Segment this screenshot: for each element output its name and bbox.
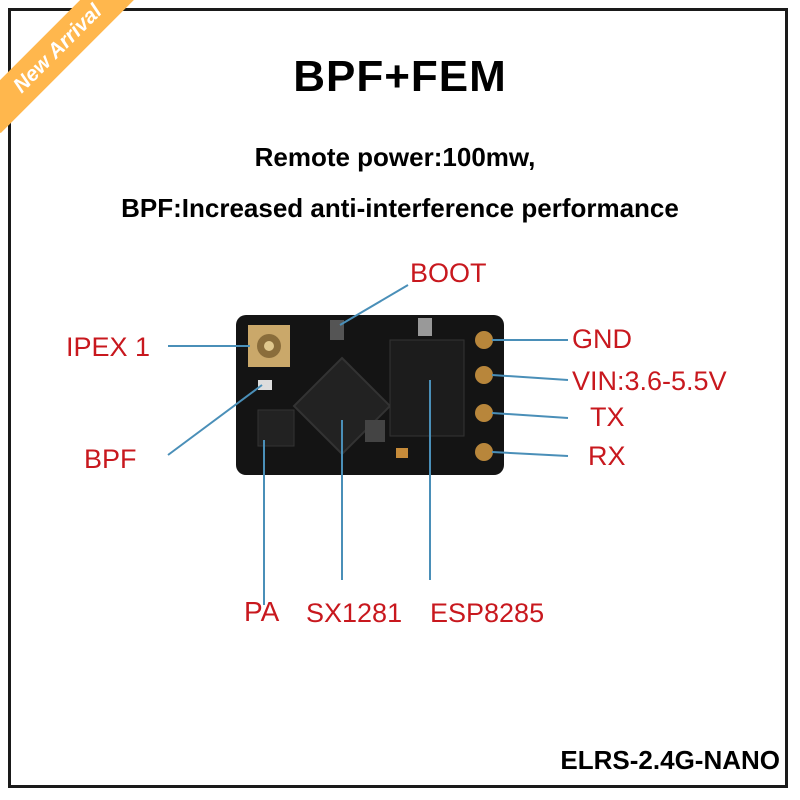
image-frame (8, 8, 788, 788)
label-rx: RX (588, 441, 626, 471)
label-esp8285: ESP8285 (430, 598, 545, 628)
subtitle-power: Remote power:100mw, (254, 142, 536, 172)
gnd-pad (475, 331, 493, 349)
page-title: BPF+FEM (293, 52, 507, 101)
label-bpf: BPF (84, 444, 137, 474)
subtitle-bpf: BPF:Increased anti-interference performa… (121, 193, 679, 223)
rx-pad (475, 443, 493, 461)
label-boot: BOOT (410, 258, 487, 288)
vin-pad (475, 366, 493, 384)
model-name: ELRS-2.4G-NANO (560, 745, 780, 775)
tx-pad (475, 404, 493, 422)
label-gnd: GND (572, 324, 632, 354)
label-ipex: IPEX 1 (66, 332, 151, 362)
label-vin: VIN:3.6-5.5V (572, 366, 727, 396)
esp8285-chip (389, 339, 465, 437)
label-sx1281: SX1281 (306, 598, 403, 628)
label-tx: TX (590, 402, 625, 432)
label-pa: PA (244, 596, 280, 627)
